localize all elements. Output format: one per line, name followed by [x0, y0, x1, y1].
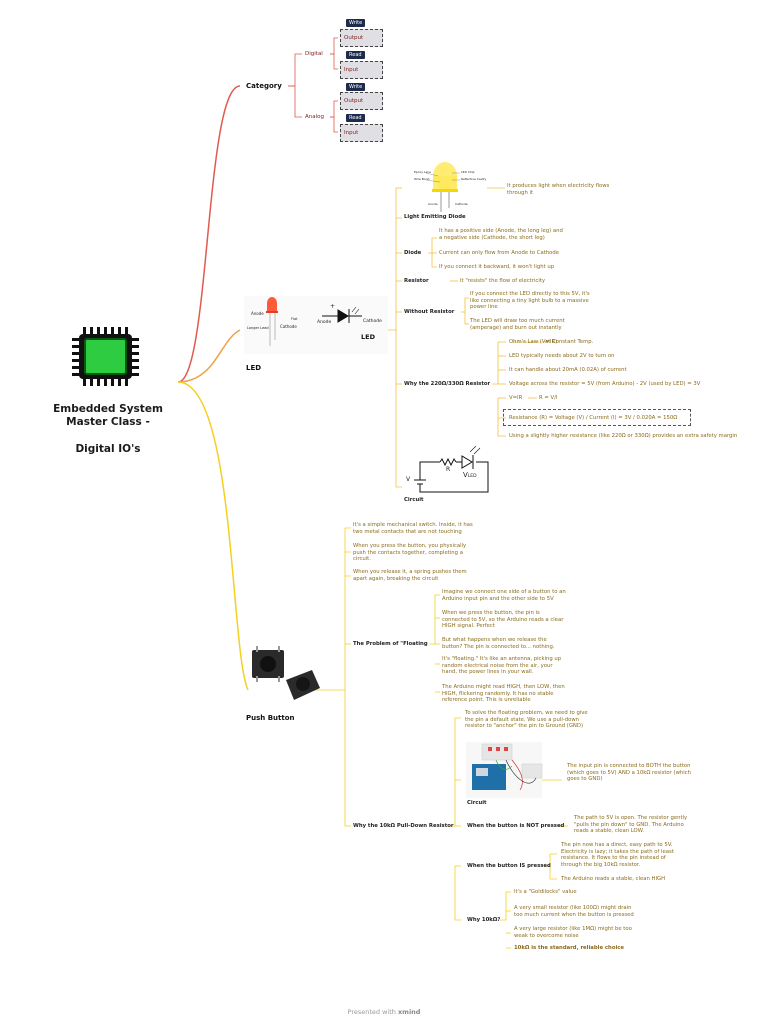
- analog-write-tag: Write: [346, 83, 366, 91]
- footer-presented-with: Presented with xmind: [347, 1008, 421, 1016]
- why-10k-item-4: 10kΩ is the standard, reliable choice: [514, 945, 625, 951]
- circuit-vled-symbol: VLED: [463, 471, 477, 480]
- floating-item-1: Imagine we connect one side of a button …: [442, 589, 566, 602]
- arduino-breadboard-photo: [466, 742, 543, 798]
- pulldown-circuit-text: The input pin is connected to BOTH the b…: [567, 763, 692, 783]
- led-circuit-diagram: [414, 445, 489, 493]
- analog-node: Analog: [305, 114, 325, 120]
- led-symbol-plus-label: +: [330, 303, 336, 310]
- without-item-1: If you connect the LED directly to this …: [470, 291, 590, 311]
- ohms-law: Ohm's Law (V=IR): [509, 339, 558, 345]
- higher-resistance-note: Using a slightly higher resistance (like…: [509, 433, 738, 439]
- root-title: Embedded System Master Class -: [53, 403, 163, 428]
- resistor-text: It "resists" the flow of electricity: [460, 278, 546, 284]
- led-label: LED: [246, 364, 262, 372]
- diagram-cathode-label: Cathode: [455, 202, 468, 206]
- pressed-item-1: The pin now has a direct, easy path to 5…: [561, 842, 674, 868]
- not-pressed-text: The path to 5V is open. The resistor gen…: [574, 815, 688, 835]
- led-symbol-led-label: LED: [361, 333, 375, 341]
- led-handles-20ma: It can handle about 20mA (0.02A) of curr…: [509, 367, 627, 373]
- diagram-anode-label: Anode: [428, 202, 438, 206]
- led-photo-cathode-label: Cathode: [280, 324, 297, 329]
- r-equals-v-over-i: R = V/I: [539, 395, 558, 401]
- analog-input-box: Input: [340, 124, 383, 142]
- led-needs-2v: LED typically needs about 2V to turn on: [509, 353, 615, 359]
- without-item-2: The LED will draw too much current (ampe…: [470, 318, 565, 331]
- led-photo-anode-label: Anode: [251, 311, 264, 316]
- led-symbol: [322, 306, 362, 323]
- floating-item-3: But what happens when we release the but…: [442, 637, 555, 650]
- led-symbol-cathode-label: Cathode: [363, 319, 382, 324]
- push-intro-3: When you release it, a spring pushes the…: [353, 569, 467, 582]
- analog-read-tag: Read: [346, 114, 365, 122]
- diode-item-2: Current can only flow from Anode to Cath…: [439, 250, 560, 256]
- led-circuit-label: Circuit: [404, 497, 424, 503]
- why-10k-label: Why 10kΩ?: [467, 917, 501, 923]
- floating-item-4: It's "floating." It's like an antenna, p…: [442, 656, 562, 676]
- resistor-label: Resistor: [404, 278, 429, 284]
- category-label: Category: [246, 82, 282, 90]
- diode-label: Diode: [404, 250, 422, 256]
- digital-input-box: Input: [340, 61, 383, 79]
- led-structure-diagram: [425, 162, 460, 212]
- digital-write-tag: Write: [346, 19, 366, 27]
- digital-output-box: Output: [340, 29, 383, 47]
- why-resistor-label: Why the 220Ω/330Ω Resistor: [404, 381, 491, 387]
- push-button-photo: [252, 646, 320, 700]
- constant-temp: at Constant Temp.: [545, 339, 594, 345]
- pressed-item-2: The Arduino reads a stable, clean HIGH: [561, 876, 666, 882]
- circuit-r-symbol: R: [446, 466, 451, 473]
- diode-item-3: If you connect it backward, it won't lig…: [439, 264, 555, 270]
- floating-problem-label: The Problem of "Floating: [353, 641, 428, 647]
- push-button-label: Push Button: [246, 714, 295, 722]
- pulldown-label: Why the 10kΩ Pull-Down Resistor: [353, 823, 454, 829]
- wire-bond-label: Wire Bond: [414, 177, 430, 181]
- v-equals-ir: V=IR: [509, 395, 523, 401]
- light-emitting-diode-label: Light Emitting Diode: [404, 214, 466, 220]
- led-photo: [244, 296, 388, 354]
- floating-item-5: The Arduino might read HIGH, then LOW, t…: [442, 684, 565, 704]
- pulldown-circuit-label: Circuit: [467, 800, 487, 806]
- diode-item-1: It has a positive side (Anode, the long …: [439, 228, 563, 241]
- why-10k-item-1: It's a "Goldilocks" value: [514, 889, 577, 895]
- emitting-text: It produces light when electricity flows…: [507, 183, 610, 196]
- digital-node: Digital: [305, 51, 323, 57]
- why-10k-item-2: A very small resistor (like 100Ω) might …: [514, 905, 634, 918]
- floating-item-2: When we press the button, the pin is con…: [442, 610, 564, 630]
- led-photo-flat-label: Flat: [291, 317, 298, 321]
- led-symbol-anode-label: Anode: [317, 320, 332, 325]
- pressed-label: When the button IS pressed: [467, 863, 551, 869]
- resistance-formula: Resistance (R) = Voltage (V) / Current (…: [509, 415, 678, 421]
- reflective-cavity-label: Reflective Cavity: [461, 177, 487, 181]
- led-chip-label: LED Chip: [461, 170, 475, 174]
- push-intro-1: It's a simple mechanical switch. Inside,…: [353, 522, 473, 535]
- root-subtitle: Digital IO's: [75, 443, 141, 455]
- not-pressed-label: When the button is NOT pressed: [467, 823, 565, 829]
- without-resistor-label: Without Resistor: [404, 309, 455, 315]
- push-intro-2: When you press the button, you physicall…: [353, 543, 467, 563]
- microchip-icon: [72, 327, 139, 386]
- led-photo-longer-lead-label: Longer Lead: [247, 326, 269, 330]
- resistance-formula-box: [503, 409, 691, 426]
- analog-output-box: Output: [340, 92, 383, 110]
- circuit-v-symbol: V: [406, 476, 411, 483]
- digital-read-tag: Read: [346, 51, 365, 59]
- why-10k-item-3: A very large resistor (like 1MΩ) might b…: [514, 926, 632, 939]
- pulldown-intro: To solve the floating problem, we need t…: [465, 710, 588, 730]
- epoxy-lens-label: Epoxy Lens: [414, 170, 431, 174]
- voltage-across-resistor: Voltage across the resistor = 5V (from A…: [509, 381, 701, 387]
